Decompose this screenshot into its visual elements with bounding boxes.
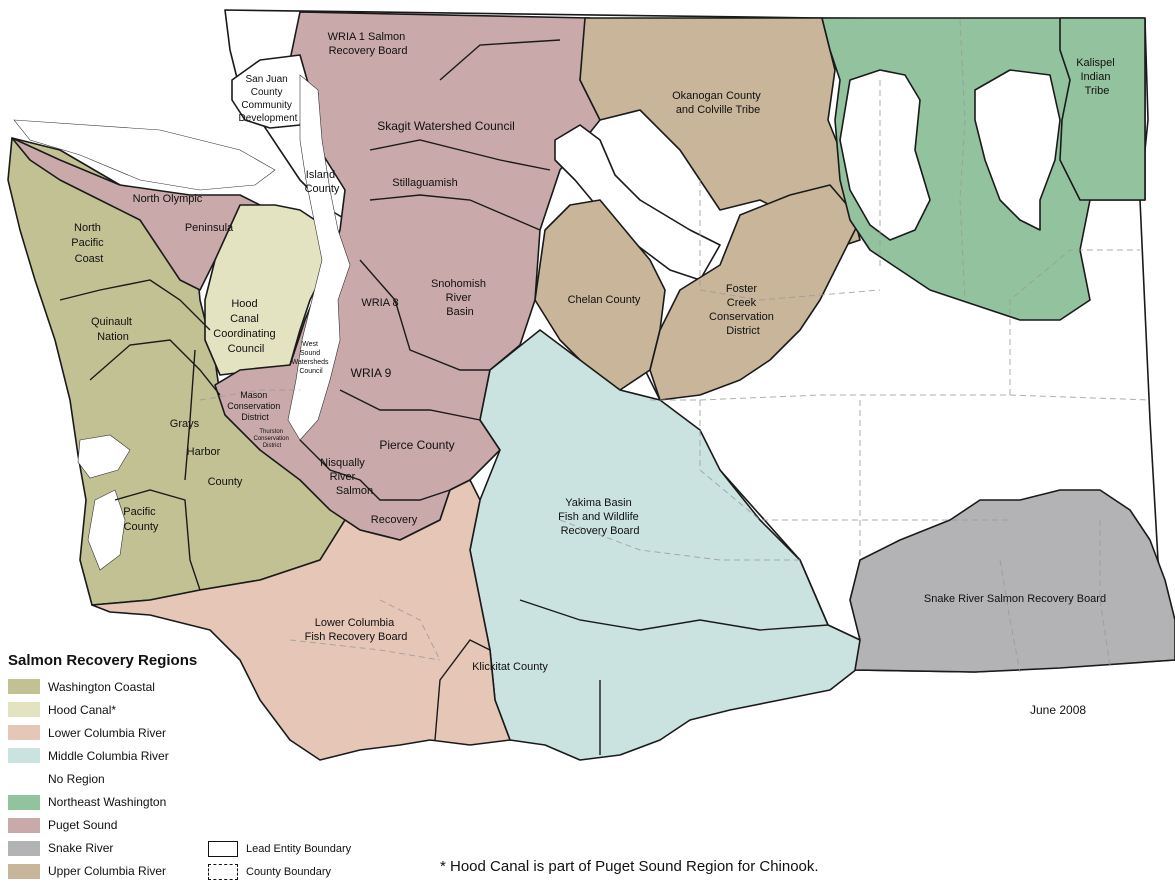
label-yakima: Yakima Basin Fish and Wildlife Recovery … xyxy=(558,497,642,537)
label-skagit: Skagit Watershed Council xyxy=(377,119,515,133)
label-chelan: Chelan County xyxy=(568,294,641,306)
legend-label: No Region xyxy=(48,771,105,786)
label-hood-canal: Hood Canal Coordinating Council xyxy=(213,298,278,355)
label-snohomish: Snohomish River Basin xyxy=(431,278,489,318)
legend-item: Upper Columbia River xyxy=(8,860,218,883)
region-ne-hole-1 xyxy=(839,69,931,241)
label-island: Island County xyxy=(305,169,340,195)
label-north-olympic: North Olympic Peninsula xyxy=(133,193,234,234)
legend-swatch xyxy=(8,840,40,856)
legend-label: Snake River xyxy=(48,841,114,856)
legend-swatch xyxy=(8,817,40,833)
legend-item: Lower Columbia River xyxy=(8,721,218,744)
legend-swatch xyxy=(8,863,40,879)
label-okanogan: Okanogan County and Colville Tribe xyxy=(672,90,764,116)
legend-label: Northeast Washington xyxy=(48,795,167,810)
label-kalispel: Kalispel Indian Tribe xyxy=(1076,57,1118,97)
lead-entity-swatch xyxy=(208,840,238,857)
legend-item: Puget Sound xyxy=(8,814,218,837)
puget-sound-water xyxy=(287,74,351,441)
region-kalispel xyxy=(1059,17,1146,201)
willapa-water xyxy=(87,489,126,571)
legend-label: Washington Coastal xyxy=(48,679,155,694)
legend-item: Washington Coastal xyxy=(8,675,218,698)
boundary-legend: Lead Entity Boundary County Boundary xyxy=(208,837,351,883)
map-date: June 2008 xyxy=(1030,703,1087,717)
legend-county: County Boundary xyxy=(208,860,351,883)
county-boundaries xyxy=(199,19,1151,673)
county-label: County Boundary xyxy=(246,865,331,878)
legend-swatch xyxy=(8,748,40,764)
legend: Salmon Recovery Regions Washington Coast… xyxy=(8,652,218,883)
label-west-sound: West Sound Watersheds Council xyxy=(291,341,330,375)
label-grays-harbor: Grays Harbor County xyxy=(170,418,243,488)
label-klickitat: Klickitat County xyxy=(472,661,548,673)
label-mason: Mason Conservation District xyxy=(227,390,283,422)
legend-item: Middle Columbia River xyxy=(8,744,218,767)
label-san-juan: San Juan County Community Development xyxy=(239,74,298,124)
label-stillaguamish: Stillaguamish xyxy=(392,177,457,189)
strait-water xyxy=(13,119,276,191)
label-snake: Snake River Salmon Recovery Board xyxy=(924,593,1106,605)
region-colville-hole xyxy=(554,124,721,281)
legend-item: Northeast Washington xyxy=(8,790,218,813)
legend-label: Middle Columbia River xyxy=(48,748,169,763)
legend-lead-entity: Lead Entity Boundary xyxy=(208,837,351,860)
region-ne-hole-2 xyxy=(974,69,1061,231)
label-nisqually: Nisqually River Salmon Recovery xyxy=(320,457,418,526)
label-lower-columbia: Lower Columbia Fish Recovery Board xyxy=(305,617,408,643)
legend-item: No Region xyxy=(8,767,218,790)
label-quinault: Quinault Nation xyxy=(91,316,135,343)
region-snake-river xyxy=(849,489,1175,673)
legend-swatch xyxy=(8,794,40,810)
region-foster-creek xyxy=(649,184,861,401)
legend-label: Lower Columbia River xyxy=(48,725,167,740)
legend-swatch xyxy=(8,725,40,741)
footnote: * Hood Canal is part of Puget Sound Regi… xyxy=(440,858,819,875)
label-pierce: Pierce County xyxy=(379,438,454,452)
legend-label: Upper Columbia River xyxy=(48,864,167,879)
label-pacific: Pacific County xyxy=(123,506,159,533)
legend-swatch xyxy=(8,771,40,787)
legend-item: Hood Canal* xyxy=(8,698,218,721)
lead-entity-boundaries xyxy=(59,39,829,755)
legend-item: Snake River xyxy=(8,837,218,860)
legend-swatch xyxy=(8,679,40,695)
region-north-olympic xyxy=(11,137,271,291)
lead-entity-label: Lead Entity Boundary xyxy=(246,842,352,855)
legend-title: Salmon Recovery Regions xyxy=(8,652,198,669)
legend-label: Hood Canal* xyxy=(48,702,117,717)
county-swatch xyxy=(208,863,238,880)
label-wria1: WRIA 1 Salmon Recovery Board xyxy=(328,31,409,57)
label-thurston: Thurston Conservation District xyxy=(253,429,290,449)
legend-swatch xyxy=(8,702,40,718)
label-foster: Foster Creek Conservation District xyxy=(709,283,777,337)
label-wria9: WRIA 9 xyxy=(351,366,392,380)
legend-label: Puget Sound xyxy=(48,818,118,833)
label-north-pacific: North Pacific Coast xyxy=(71,222,106,265)
grays-harbor-water xyxy=(77,434,131,479)
label-wria8: WRIA 8 xyxy=(361,297,398,309)
